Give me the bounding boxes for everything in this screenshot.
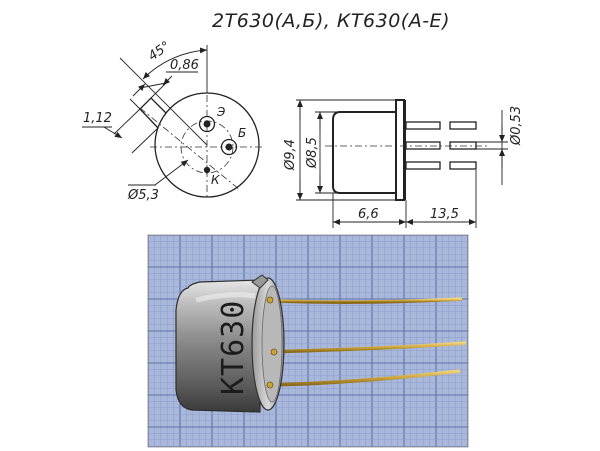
lead-top [261, 297, 463, 305]
center-line-diag [139, 107, 241, 191]
metal-can-body [175, 279, 261, 413]
case-marking: КТ630 [216, 300, 251, 395]
drawing-title: 2Т630(А,Б), КТ630(А-Е) [212, 10, 450, 32]
lead-bottom [261, 369, 461, 387]
body-height-label: 6,6 [358, 207, 379, 222]
case-flange [395, 99, 405, 201]
transistor-photo: КТ630 [148, 235, 468, 447]
pin-circle-label: Ø5,3 [127, 188, 159, 203]
lead-diameter-label: Ø0,53 [509, 106, 524, 146]
body-diameter-label: Ø8,5 [305, 137, 320, 169]
leads [405, 121, 477, 170]
lead-middle [265, 341, 467, 354]
metal-can-tab [251, 274, 269, 289]
lead-length-label: 13,5 [430, 207, 459, 222]
pin-label-emitter: Э [216, 105, 226, 119]
angle-arc [142, 47, 208, 80]
tab-width-label: 0,86 [170, 58, 199, 73]
top-view: Э Б К 45° 0,86 1,12 Ø5,3 [82, 39, 262, 203]
pin-emitter [198, 115, 216, 133]
case-body [332, 111, 397, 194]
side-view: Ø9,4 Ø8,5 Ø0,53 6,6 13,5 [283, 99, 524, 228]
pin-collector [203, 166, 211, 174]
outer-diameter-label: Ø9,4 [283, 139, 298, 171]
tab-length-label: 1,12 [83, 111, 112, 126]
pin-label-base: Б [238, 126, 246, 140]
case-key-tab [139, 97, 167, 129]
pin-label-collector: К [211, 173, 220, 187]
pin-base [220, 138, 238, 156]
